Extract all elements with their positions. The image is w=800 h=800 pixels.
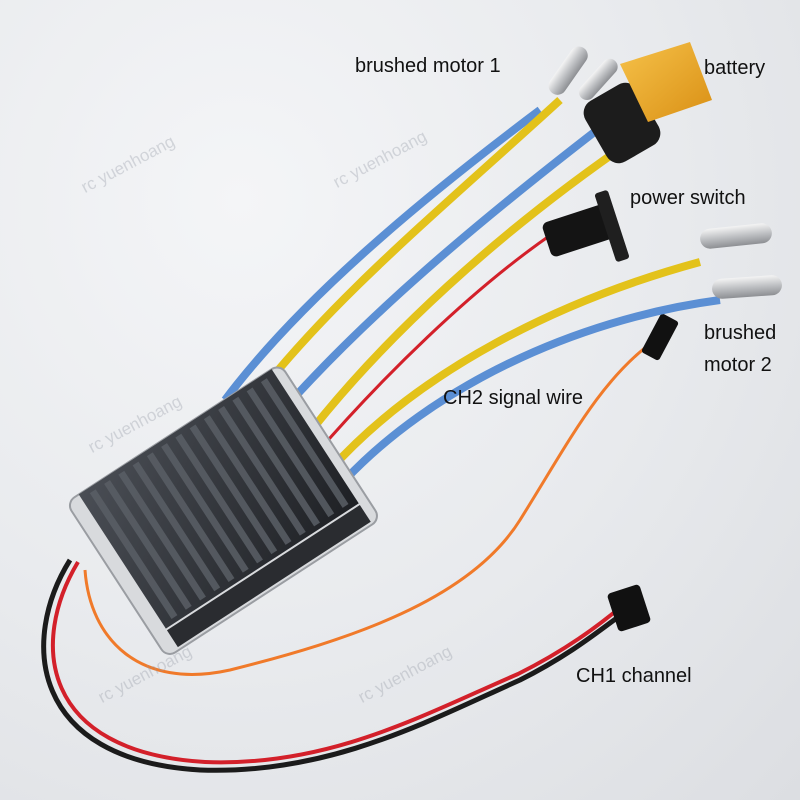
motor2-wires bbox=[327, 258, 721, 483]
motor1-wires bbox=[221, 97, 643, 448]
switch-wire bbox=[313, 230, 556, 456]
label-brushed-motor-2-line1: brushed bbox=[704, 322, 777, 344]
ch1-cable bbox=[41, 558, 651, 773]
label-battery: battery bbox=[704, 57, 766, 79]
esc-board bbox=[68, 366, 378, 655]
battery-plug bbox=[583, 42, 712, 164]
label-ch2-signal-wire: CH2 signal wire bbox=[443, 387, 584, 409]
label-ch1-channel: CH1 channel bbox=[576, 665, 692, 687]
bullet-connectors bbox=[548, 46, 782, 299]
power-switch-body bbox=[542, 190, 630, 262]
label-brushed-motor-2-line2: motor 2 bbox=[704, 354, 772, 376]
ch2-cable bbox=[83, 313, 679, 676]
label-brushed-motor-1: brushed motor 1 bbox=[355, 55, 501, 77]
label-power-switch: power switch bbox=[630, 187, 746, 209]
